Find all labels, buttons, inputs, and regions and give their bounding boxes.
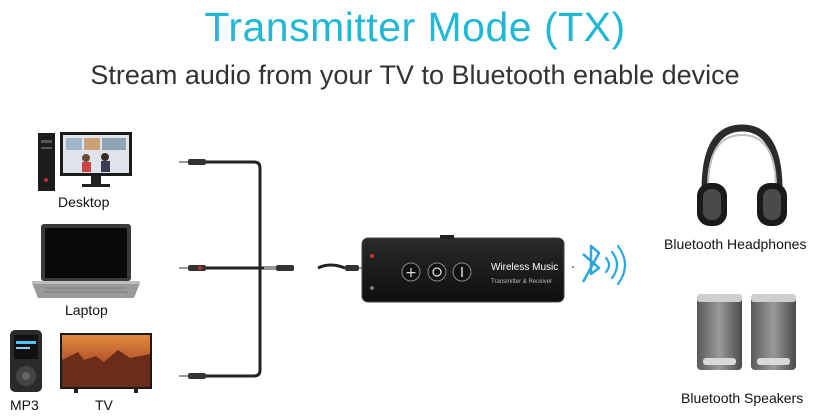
diagram-subtitle: Stream audio from your TV to Bluetooth e… bbox=[90, 60, 740, 90]
laptop-icon bbox=[32, 224, 140, 298]
bluetooth-transmitter-device: + bbox=[361, 235, 565, 303]
svg-text:+: + bbox=[405, 265, 417, 281]
diagram-title: Transmitter Mode (TX) bbox=[204, 4, 626, 50]
output-label-headphones: Bluetooth Headphones bbox=[664, 236, 807, 252]
source-label-desktop: Desktop bbox=[58, 194, 110, 210]
source-label-mp3: MP3 bbox=[10, 397, 39, 413]
mp3-player-icon bbox=[10, 330, 42, 392]
bluetooth-icon bbox=[581, 244, 601, 283]
headphones-icon bbox=[697, 124, 787, 226]
output-label-speakers: Bluetooth Speakers bbox=[681, 390, 804, 406]
signal-waves-icon bbox=[604, 244, 627, 286]
device-brand-text: Wireless Music bbox=[491, 262, 558, 273]
source-label-tv: TV bbox=[95, 397, 113, 413]
audio-plugs bbox=[179, 159, 364, 379]
source-label-laptop: Laptop bbox=[65, 302, 108, 318]
device-brand-subtext: Transmitter & Receiver bbox=[491, 279, 552, 285]
speakers-icon bbox=[697, 294, 796, 370]
desktop-computer-icon bbox=[38, 132, 132, 191]
tv-icon bbox=[60, 333, 152, 393]
